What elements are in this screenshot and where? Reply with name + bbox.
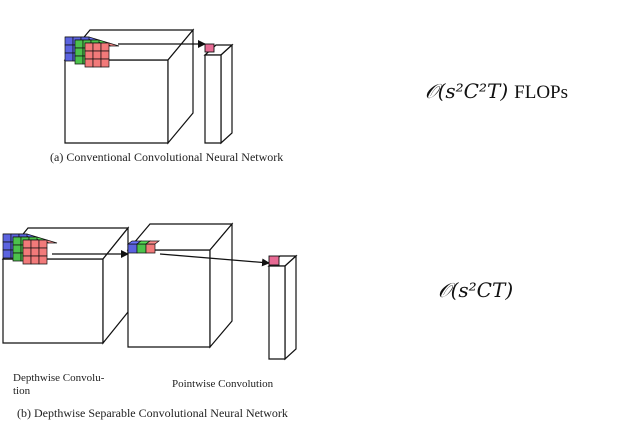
kernel-front-cell [64, 36, 74, 46]
block-front-face [64, 59, 169, 144]
kernel-front-cell [64, 44, 74, 54]
pointwise-output-slab [267, 254, 298, 361]
kernel-front-cell [30, 255, 40, 265]
formula-conventional-expr: 𝒪(s²C²T) [425, 79, 509, 103]
kernel-front-cell [38, 247, 48, 257]
depthwise-output-block [126, 222, 234, 349]
depthwise-input-block [1, 226, 130, 345]
kernel-front-cell [100, 58, 110, 68]
kernel-front-cell [12, 252, 22, 262]
kernel-front-cell [84, 42, 94, 52]
kernel-front-cell [12, 244, 22, 254]
pointwise-cell [136, 243, 147, 254]
pointwise-cell [145, 243, 156, 254]
depthwise-label-line1: Depthwise Convolu- [13, 372, 105, 384]
kernel-front-cell [84, 50, 94, 60]
kernel-front-cell [64, 52, 74, 62]
kernel-front-cell [100, 50, 110, 60]
kernel-front-cell [38, 239, 48, 249]
kernel-front-cell [30, 247, 40, 257]
caption-conventional: (a) Conventional Convolutional Neural Ne… [50, 150, 284, 164]
kernel-front-cell [22, 255, 32, 265]
pointwise-cell [127, 243, 138, 254]
kernel-front-cell [92, 50, 102, 60]
depthwise-convolution-label: Depthwise Convolu- tion [13, 372, 104, 398]
formula-conventional: 𝒪(s²C²T)FLOPs [425, 79, 568, 104]
pointwise-kernel-strip [126, 240, 161, 254]
kernel-front-cell [2, 249, 12, 259]
output-pixel [204, 43, 215, 53]
caption-depthwise-separable: (b) Depthwise Separable Convolutional Ne… [17, 406, 288, 420]
pointwise-cell-top [144, 240, 161, 245]
depthwise-kernel-cube [2, 233, 58, 265]
kernel-front-cell [2, 241, 12, 251]
formula-depthwise-separable: 𝒪(s²CT) [438, 278, 514, 302]
kernel-front-cell [92, 58, 102, 68]
kernel-front-cell [84, 58, 94, 68]
output-pixel [268, 255, 280, 266]
formula-flops-unit: FLOPs [514, 82, 569, 103]
pointwise-arrow [159, 253, 270, 267]
conventional-output-slab [203, 43, 234, 145]
conventional-input-block [63, 28, 195, 145]
kernel-front-cell [38, 255, 48, 265]
kernel-front-cell [74, 39, 84, 49]
kernel-front-cell [92, 42, 102, 52]
kernel-front-cell [74, 47, 84, 57]
kernel-front-cell [100, 42, 110, 52]
block-side-face [167, 28, 194, 145]
kernel-front-cell [12, 236, 22, 246]
pointwise-convolution-label: Pointwise Convolution [172, 378, 274, 390]
kernel-front-cell [30, 239, 40, 249]
kernel-front-cell [22, 239, 32, 249]
kernel-front-cell [22, 247, 32, 257]
kernel-front-cell [2, 233, 12, 243]
kernel-front-cell [74, 55, 84, 65]
conventional-kernel-cube [64, 36, 120, 68]
depthwise-label-line2: tion [13, 385, 31, 397]
